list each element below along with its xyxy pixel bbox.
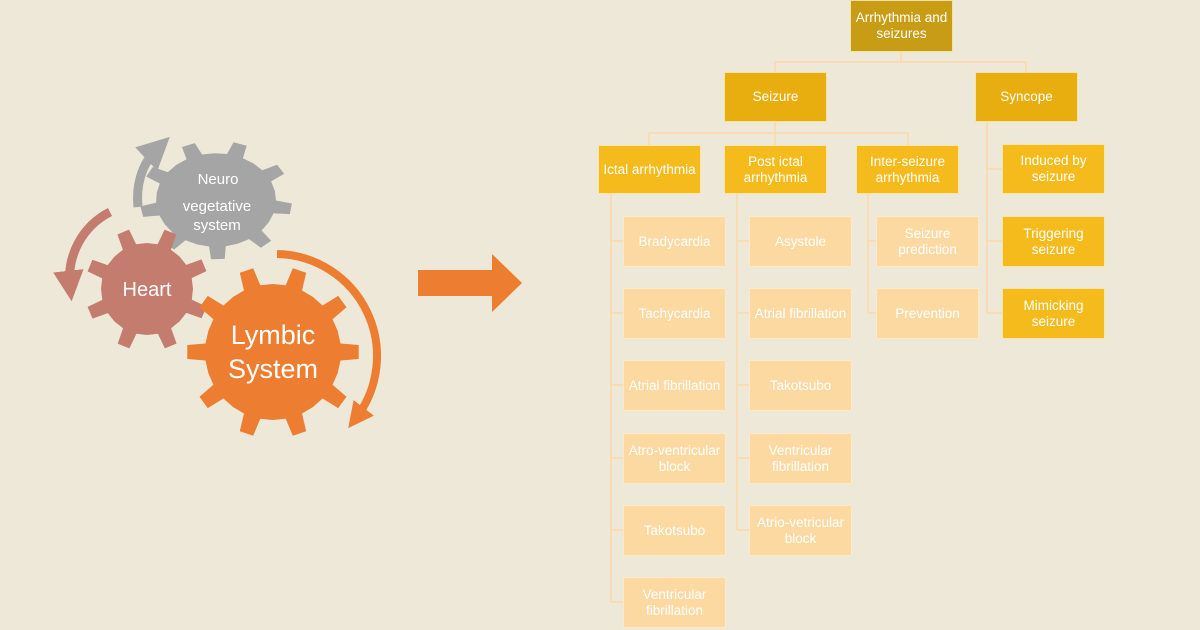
post-ictal-item: Asystole	[749, 216, 852, 267]
inter-seizure-item: Seizure prediction	[876, 216, 979, 267]
lymbic-system-gear: Lymbic System	[187, 268, 359, 436]
heart-label: Heart	[123, 279, 172, 301]
neuro-vegetative-gear: Neuro vegetative system	[140, 142, 292, 260]
tree-root: Arrhythmia and seizures	[850, 0, 953, 52]
ictal-item: Bradycardia	[623, 216, 726, 267]
post-ictal-item: Ventricular fibrillation	[749, 433, 852, 484]
ictal-item: Atrial fibrillation	[623, 360, 726, 411]
tree-post-ictal-arrhythmia: Post ictal arrhythmia	[724, 145, 827, 194]
tree-syncope: Syncope	[975, 72, 1078, 122]
neuro-label-line3: system	[193, 217, 241, 234]
lymbic-label-line1: Lymbic	[231, 320, 316, 350]
tree-seizure: Seizure	[724, 72, 827, 122]
tree-inter-seizure-arrhythmia: Inter-seizure arrhythmia	[856, 145, 959, 194]
main-right-arrow	[418, 254, 522, 312]
post-ictal-item: Atrial fibrillation	[749, 288, 852, 339]
neuro-cycle-arrow	[133, 136, 170, 208]
syncope-item: Mimicking seizure	[1002, 288, 1105, 339]
syncope-item: Triggering seizure	[1002, 216, 1105, 267]
neuro-label-line1: Neuro	[198, 171, 239, 188]
syncope-item: Induced by seizure	[1002, 144, 1105, 194]
neuro-label-line2: vegetative	[183, 198, 251, 215]
ictal-item: Tachycardia	[623, 288, 726, 339]
heart-gear: Heart	[87, 229, 207, 349]
ictal-item: Ventricular fibrillation	[623, 577, 726, 628]
tree-ictal-arrhythmia: Ictal arrhythmia	[598, 145, 701, 194]
post-ictal-item: Takotsubo	[749, 360, 852, 411]
heart-cycle-arrow	[53, 207, 113, 302]
gears-illustration: Neuro vegetative system Heart Lymbic Sys…	[53, 136, 522, 436]
lymbic-label-line2: System	[228, 354, 318, 384]
inter-seizure-item: Prevention	[876, 288, 979, 339]
ictal-item: Takotsubo	[623, 505, 726, 556]
ictal-item: Atro-ventricular block	[623, 433, 726, 484]
post-ictal-item: Atrio-vetricular block	[749, 505, 852, 556]
lymbic-cycle-arrow	[276, 250, 382, 429]
